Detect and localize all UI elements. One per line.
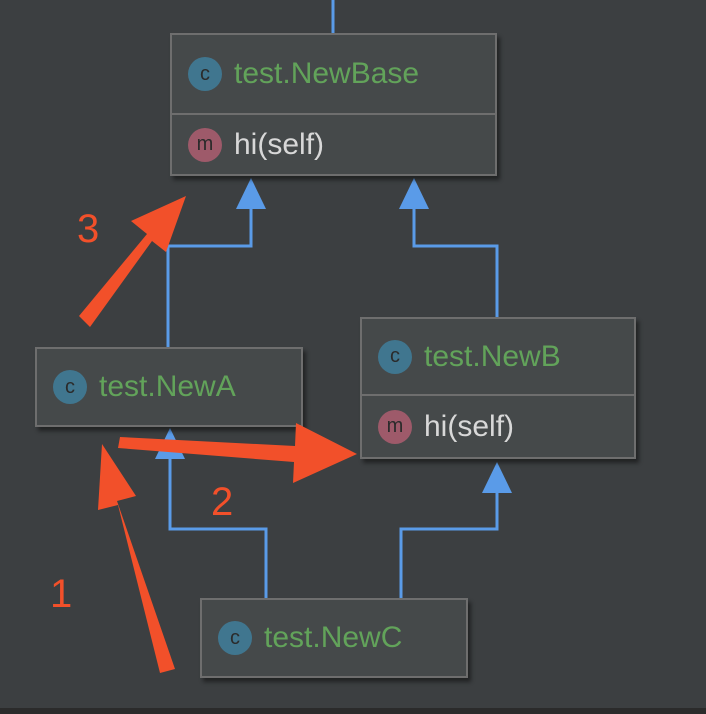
bottom-edge-strip (0, 708, 706, 714)
annotation-arrow-1 (98, 444, 175, 673)
arrowhead-newb-newbase (399, 178, 429, 209)
class-newb[interactable]: c test.NewB m hi(self) (360, 317, 636, 459)
connector-newc-newa (168, 459, 268, 598)
connector-newb-newbase (412, 205, 499, 317)
class-newa-header: c test.NewA (37, 349, 301, 425)
class-icon: c (378, 339, 412, 374)
class-newbase-name: test.NewBase (234, 57, 420, 90)
class-newc[interactable]: c test.NewC (200, 598, 468, 678)
annotation-label-1: 1 (50, 572, 73, 616)
annotation-label-2: 2 (211, 480, 234, 524)
annotation-arrow-2 (118, 423, 357, 483)
class-newbase-methods: m hi(self) (172, 113, 495, 174)
class-newa-name: test.NewA (99, 370, 236, 403)
annotation-arrow-3 (79, 196, 186, 327)
class-newb-method: hi(self) (424, 409, 515, 443)
class-icon: c (218, 621, 252, 655)
class-newc-header: c test.NewC (202, 600, 466, 676)
class-newb-name: test.NewB (424, 339, 561, 373)
class-newb-methods: m hi(self) (362, 394, 634, 457)
method-icon: m (188, 127, 222, 162)
class-newbase-header: c test.NewBase (172, 35, 495, 113)
class-newc-name: test.NewC (264, 621, 403, 654)
connector-newa-newbase (166, 205, 253, 347)
arrowhead-newa-newbase (236, 178, 266, 209)
class-newa[interactable]: c test.NewA (35, 347, 303, 427)
method-icon: m (378, 409, 412, 444)
class-icon: c (53, 370, 87, 404)
arrowhead-newc-newb (482, 462, 512, 493)
class-newb-header: c test.NewB (362, 319, 634, 394)
class-newbase-method: hi(self) (234, 127, 325, 161)
connector-newc-newb (399, 490, 499, 598)
annotation-label-3: 3 (77, 207, 100, 251)
class-icon: c (188, 57, 222, 91)
class-newbase[interactable]: c test.NewBase m hi(self) (170, 33, 497, 176)
